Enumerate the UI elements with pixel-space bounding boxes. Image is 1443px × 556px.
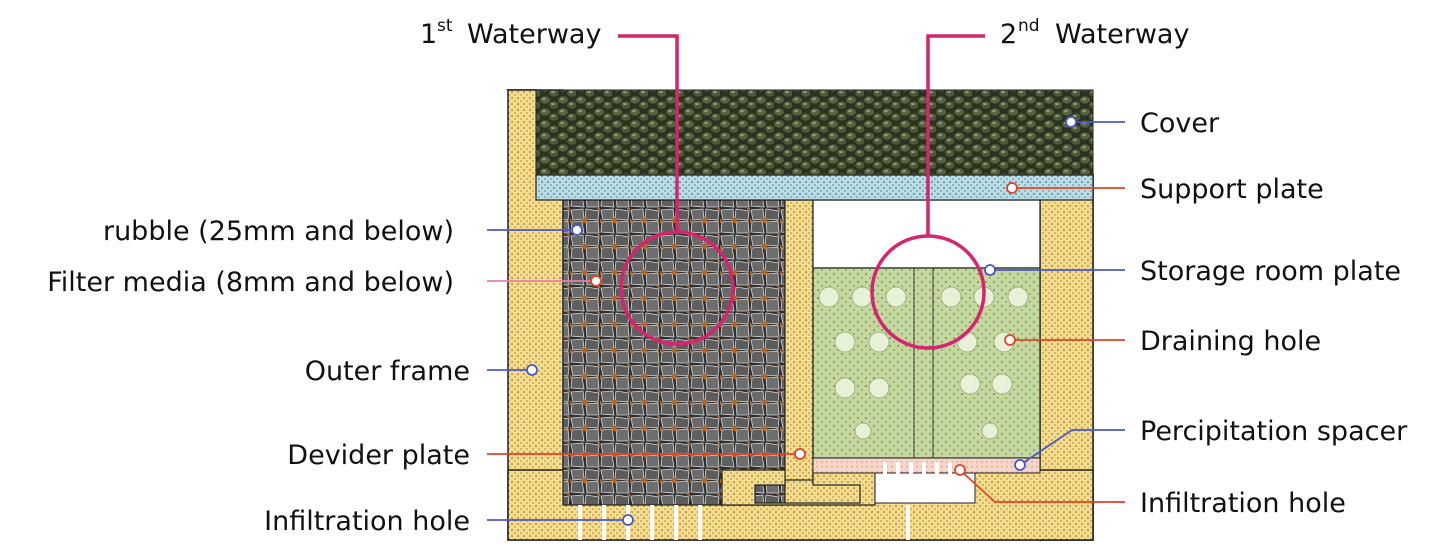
waterway2-callout-line [926,34,985,236]
percipitation-spacer [812,457,1041,474]
cover [535,89,1094,176]
label-infiltration-hole-left: Infiltration hole [264,506,470,537]
devider-plate [784,199,814,481]
label-devider-plate: Devider plate [287,440,470,471]
infiltration-hole-right-marks [883,462,952,540]
waterway2-label: Waterway [1055,19,1189,50]
waterway2-sup: nd [1018,16,1040,36]
label-percipitation-spacer: Percipitation spacer [1140,416,1408,447]
leaders-right [954,116,1125,503]
waterway2-num: 2 [1000,19,1017,50]
waterway2-title: 2 nd Waterway [1000,16,1189,50]
support-plate [535,174,1094,201]
waterway1-callout-line [618,34,679,232]
waterway1-num: 1 [420,19,437,50]
label-cover: Cover [1140,108,1220,139]
label-infiltration-hole-right: Infiltration hole [1140,488,1346,519]
storage-room-plate [812,267,1041,459]
devider-plate-foot [721,469,876,506]
waterway1-label: Waterway [467,19,601,50]
waterway1-title: 1 st Waterway [420,16,601,50]
label-filter-media: Filter media (8mm and below) [47,267,454,298]
waterway1-sup: st [437,16,453,36]
label-draining-hole: Draining hole [1140,326,1321,357]
leaders-left [487,224,806,526]
label-storage-room-plate: Storage room plate [1140,256,1401,287]
label-outer-frame: Outer frame [305,356,470,387]
rubble-chamber [562,199,786,506]
label-support-plate: Support plate [1140,174,1324,205]
label-rubble: rubble (25mm and below) [103,216,454,247]
